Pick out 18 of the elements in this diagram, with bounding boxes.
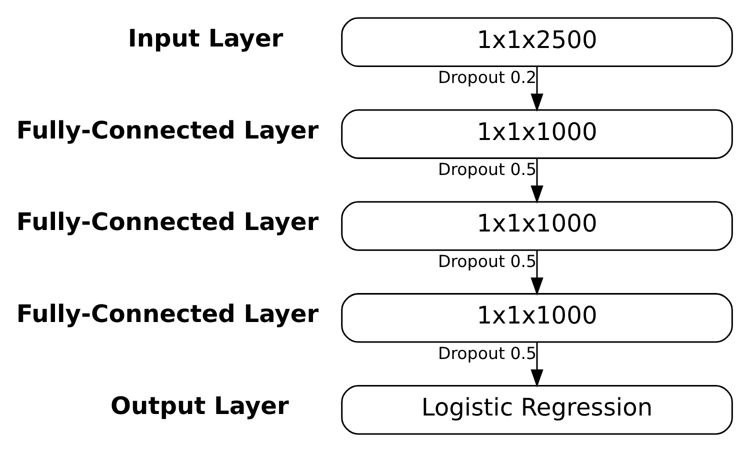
edge-label: Dropout 0.5 — [438, 252, 537, 271]
arrow — [530, 250, 544, 296]
node-label: Input Layer — [128, 24, 284, 52]
node-box: 1x1x1000 — [341, 108, 733, 158]
arrow — [530, 158, 544, 204]
node-box: 1x1x1000 — [341, 292, 733, 342]
node-box: Logistic Regression — [341, 384, 733, 434]
edge-label: Dropout 0.2 — [438, 68, 537, 87]
edge-label: Dropout 0.5 — [438, 160, 537, 179]
edge-label: Dropout 0.5 — [438, 343, 537, 362]
node-label: Output Layer — [110, 392, 289, 420]
node-box: 1x1x1000 — [341, 200, 733, 250]
node-label: Fully-Connected Layer — [16, 116, 319, 144]
arrow — [530, 66, 544, 112]
node-box: 1x1x2500 — [341, 16, 733, 67]
node-label: Fully-Connected Layer — [16, 300, 319, 328]
node-label: Fully-Connected Layer — [16, 208, 319, 236]
arrow — [530, 342, 544, 387]
